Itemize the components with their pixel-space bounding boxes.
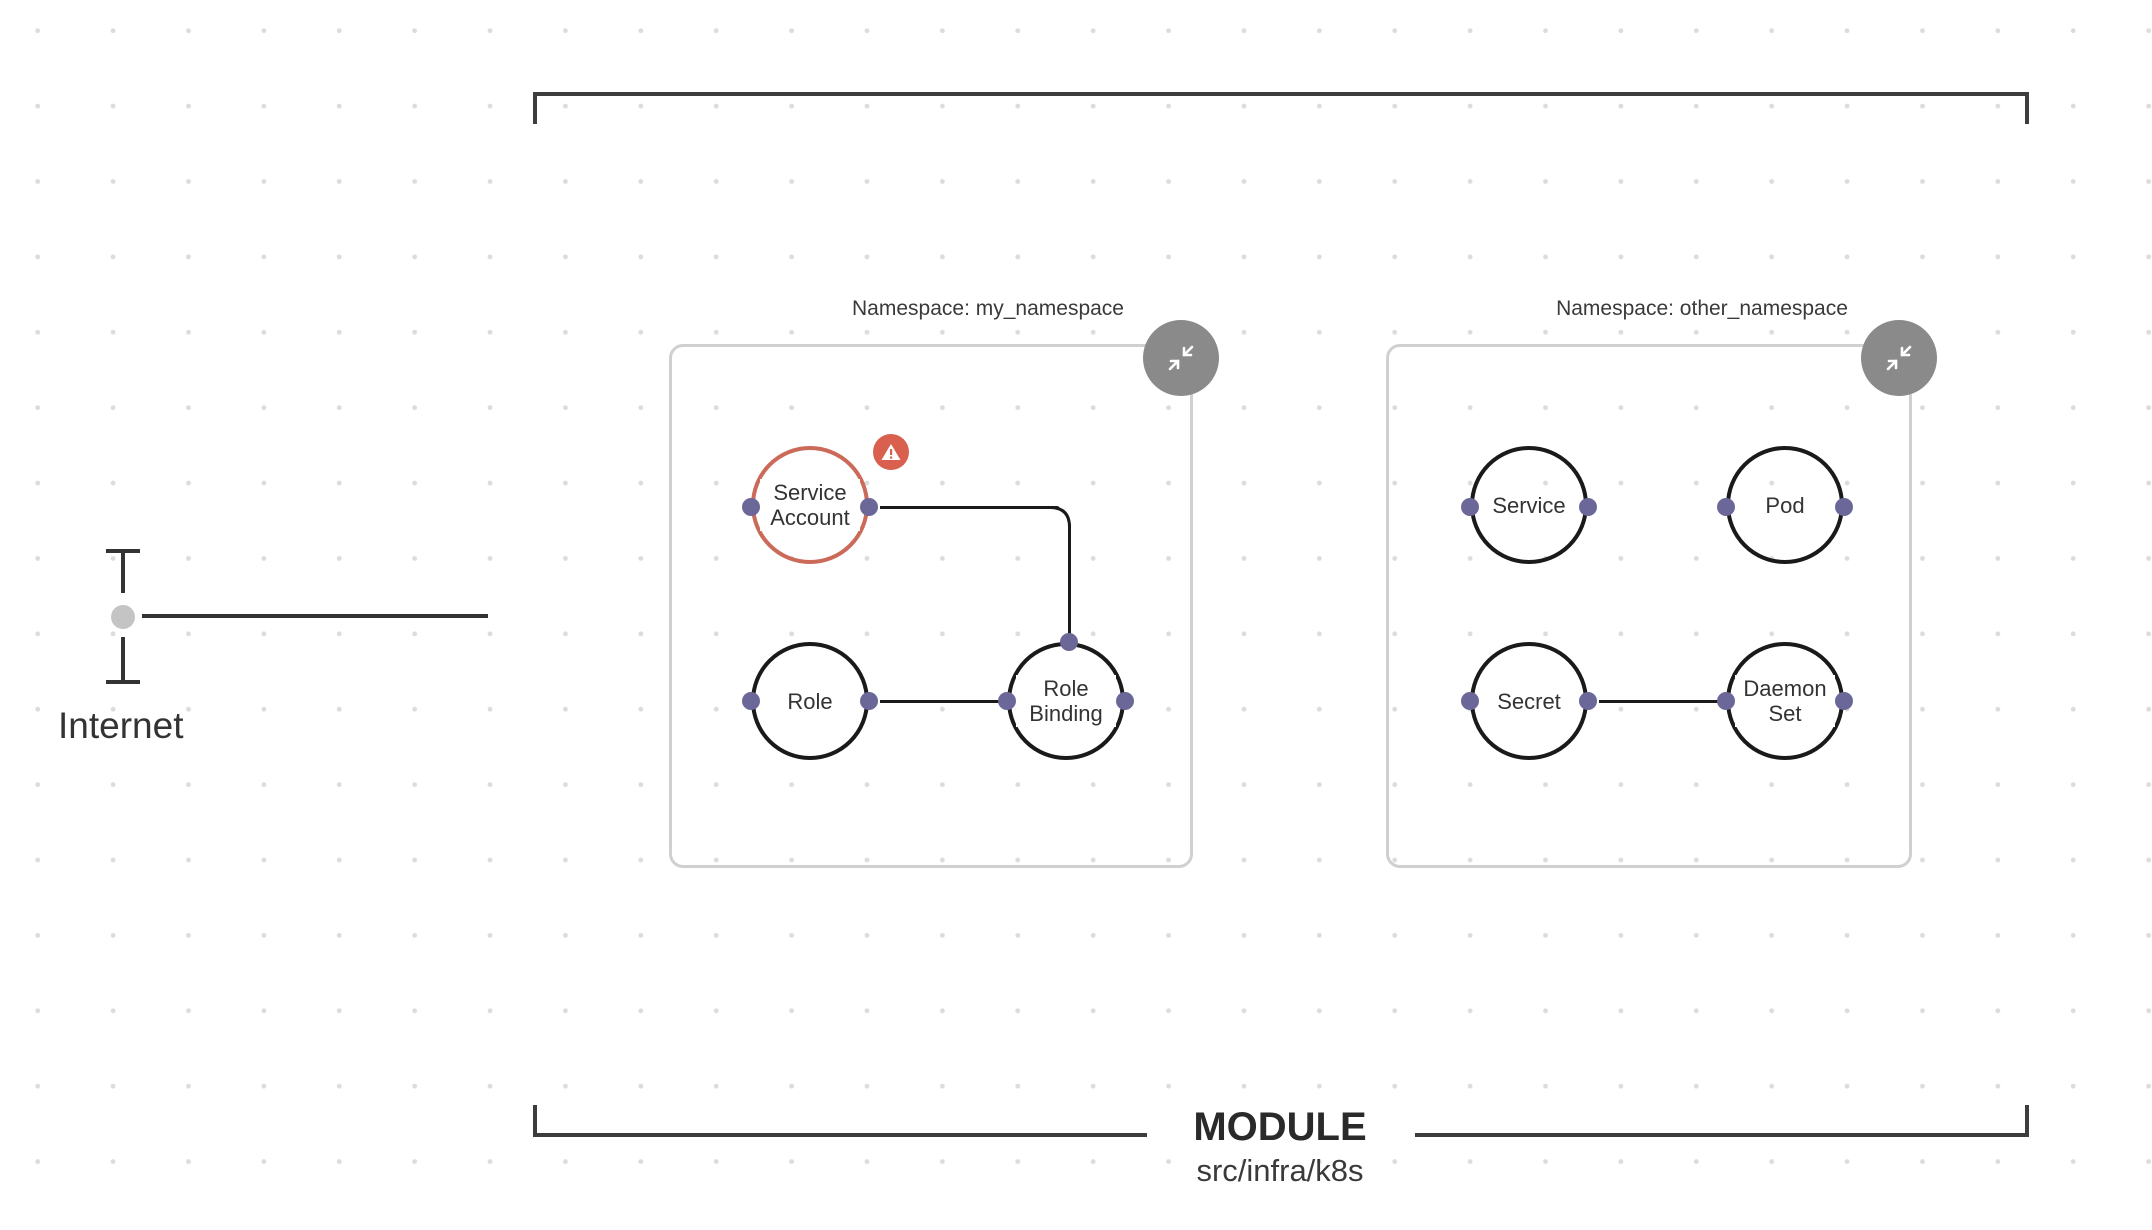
warning-triangle-icon <box>881 444 901 460</box>
port-daemon-set-right[interactable] <box>1835 692 1853 710</box>
port-service-account-left[interactable] <box>742 498 760 516</box>
port-service-left[interactable] <box>1461 498 1479 516</box>
port-service-account-right[interactable] <box>860 498 878 516</box>
internet-dot[interactable] <box>111 605 135 629</box>
port-secret-left[interactable] <box>1461 692 1479 710</box>
link-serviceaccount-rolebinding-v <box>1068 524 1071 642</box>
internet-label: Internet <box>58 705 184 746</box>
node-label: Secret <box>1479 687 1579 715</box>
node-role[interactable]: Role <box>751 642 869 760</box>
port-role-right[interactable] <box>860 692 878 710</box>
port-service-right[interactable] <box>1579 498 1597 516</box>
collapse-button-my[interactable] <box>1143 320 1219 396</box>
port-secret-right[interactable] <box>1579 692 1597 710</box>
port-pod-left[interactable] <box>1717 498 1735 516</box>
link-serviceaccount-rolebinding-curve <box>1050 506 1071 528</box>
node-label: Daemon Set <box>1735 675 1835 727</box>
module-title: MODULE <box>1193 1105 1367 1149</box>
node-secret[interactable]: Secret <box>1470 642 1588 760</box>
node-service-account[interactable]: Service Account <box>751 446 869 564</box>
port-role-binding-left[interactable] <box>998 692 1016 710</box>
internet-link <box>142 614 488 618</box>
port-role-binding-right[interactable] <box>1116 692 1134 710</box>
node-label: Service <box>1479 491 1579 519</box>
namespace-box-my <box>669 344 1193 868</box>
namespace-label-my: Namespace: my_namespace <box>852 297 1124 320</box>
link-secret-daemonset <box>1599 700 1727 703</box>
node-label: Role <box>760 687 860 715</box>
node-pod[interactable]: Pod <box>1726 446 1844 564</box>
link-serviceaccount-rolebinding-h <box>880 506 1060 509</box>
port-role-left[interactable] <box>742 692 760 710</box>
node-label: Service Account <box>760 479 860 531</box>
node-role-binding[interactable]: Role Binding <box>1007 642 1125 760</box>
link-role-rolebinding <box>880 700 1010 703</box>
collapse-button-other[interactable] <box>1861 320 1937 396</box>
node-label: Pod <box>1735 491 1835 519</box>
node-service[interactable]: Service <box>1470 446 1588 564</box>
module-path: src/infra/k8s <box>1196 1153 1364 1188</box>
port-pod-right[interactable] <box>1835 498 1853 516</box>
port-role-binding-top[interactable] <box>1060 633 1078 651</box>
node-daemon-set[interactable]: Daemon Set <box>1726 642 1844 760</box>
warning-badge[interactable] <box>873 434 909 470</box>
node-label: Role Binding <box>1016 675 1116 727</box>
namespace-label-other: Namespace: other_namespace <box>1556 297 1848 320</box>
collapse-arrows-icon <box>1168 345 1194 371</box>
namespace-box-other <box>1386 344 1912 868</box>
collapse-arrows-icon <box>1886 345 1912 371</box>
port-daemon-set-left[interactable] <box>1717 692 1735 710</box>
